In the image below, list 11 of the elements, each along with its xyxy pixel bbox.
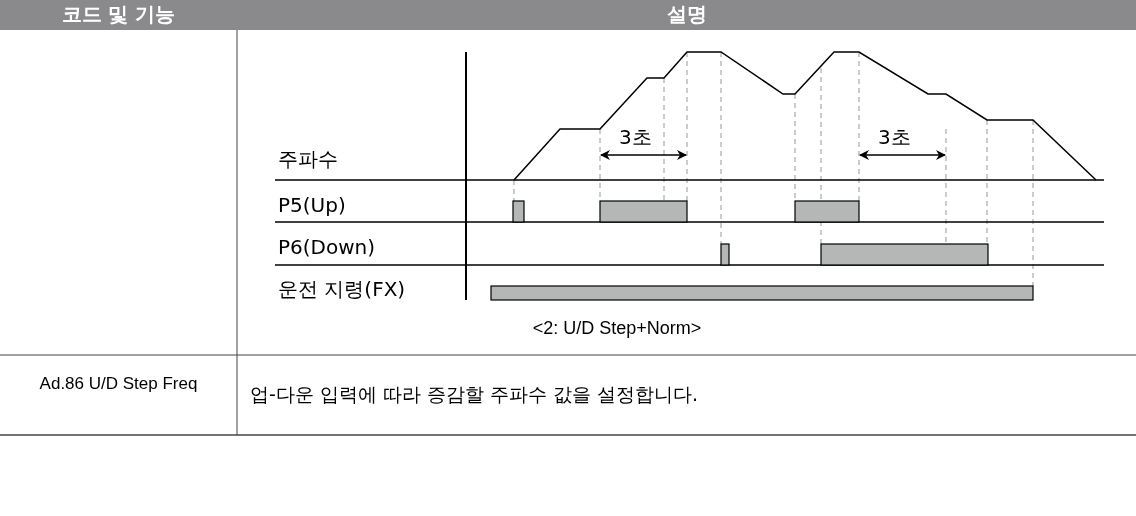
code-cell-text: Ad.86 U/D Step Freq xyxy=(39,375,198,394)
signal-name: 주파수 xyxy=(278,148,338,170)
description-text: 업-다운 입력에 따라 증감할 주파수 값을 설정합니다. xyxy=(250,384,699,405)
column-header: 코드 및 기능 xyxy=(61,3,176,25)
signal-name: 운전 지령(FX) xyxy=(278,278,406,300)
signal-name: P6(Down) xyxy=(278,236,376,258)
signal-name: P5(Up) xyxy=(278,194,346,216)
chart-caption: <2: U/D Step+Norm> xyxy=(532,319,702,339)
duration-label: 3초 xyxy=(619,126,652,148)
duration-label: 3초 xyxy=(878,126,911,148)
column-header: 설명 xyxy=(666,3,707,25)
